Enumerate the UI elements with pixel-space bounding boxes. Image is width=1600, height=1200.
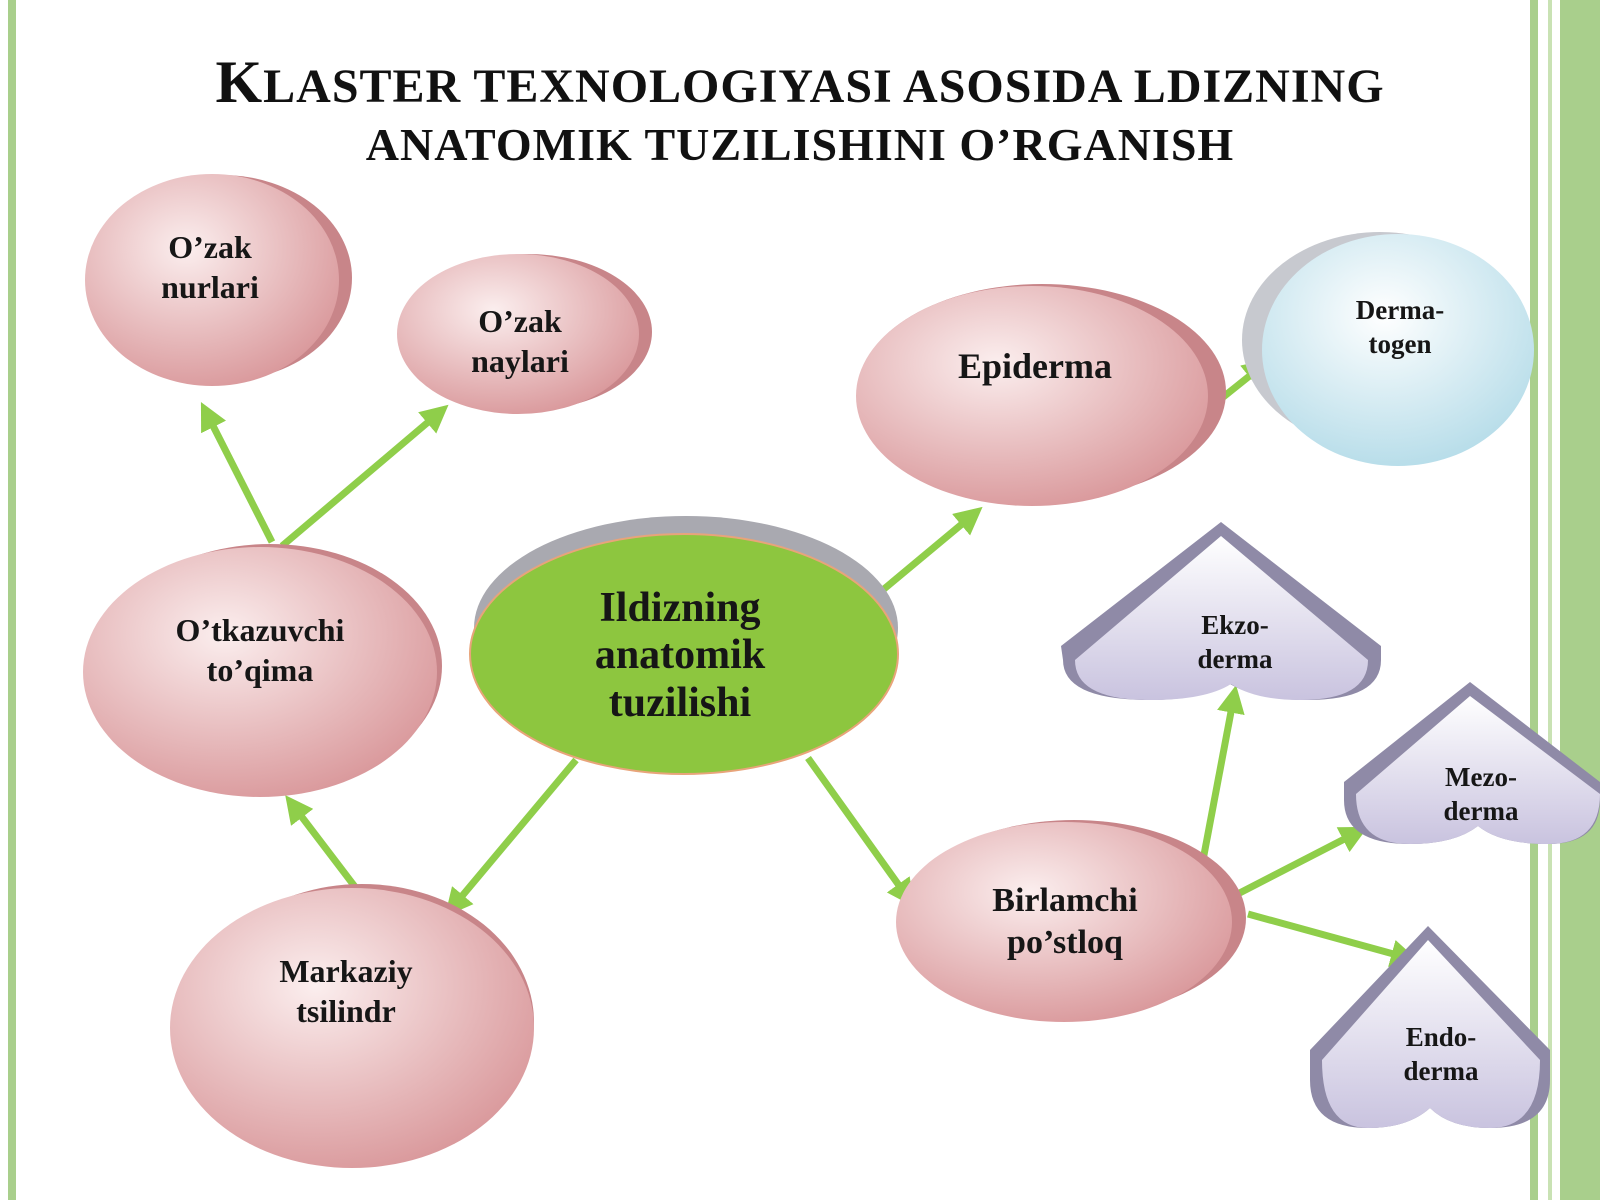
node-label-endoderma: Endo- derma: [1403, 1022, 1479, 1086]
title-line-1-rest: LASTER TEXNOLOGIYASI ASOSIDA LDIZNING: [263, 60, 1385, 113]
node-label-markaziy: Markaziy tsilindr: [279, 953, 413, 1029]
node-label-ekzoderma: Ekzo- derma: [1197, 610, 1273, 674]
ekzoderma-shape: [1061, 522, 1381, 700]
node-label-birlamchi: Birlamchi po’stloq: [992, 881, 1138, 962]
title-first-letter: K: [215, 49, 264, 115]
arrow-center-to-markaziy: [444, 757, 579, 917]
arrow-center-to-birlamchi: [805, 755, 915, 908]
node-label-mezoderma: Mezo- derma: [1443, 762, 1519, 826]
arrow-center-to-epiderma: [875, 506, 983, 597]
endoderma-shape: [1310, 926, 1550, 1128]
dermatogen-bubble: [1262, 234, 1534, 466]
center-bubble: [469, 533, 899, 775]
arrow-markaziy-to-otkazuvchi: [285, 795, 365, 899]
slide-border: [8, 0, 1600, 1200]
node-label-dermatogen: Derma- togen: [1355, 295, 1445, 359]
epiderma-bubble: [856, 286, 1208, 506]
node-label-ozak-naylari: O’zak naylari: [471, 303, 569, 379]
node-label-epiderma: Epiderma: [957, 345, 1112, 386]
slide-title-line-1: KLASTER TEXNOLOGIYASI ASOSIDA LDIZNING: [0, 48, 1600, 117]
node-label-ozak-nurlari: O’zak nurlari: [161, 229, 259, 305]
arrow-otkazuvchi-to-ozak-naylari: [279, 404, 449, 549]
markaziy-bubble: [170, 888, 534, 1168]
node-label-center: Ildizning anatomik tuzilishi: [594, 585, 766, 726]
node-label-otkazuvchi: O’tkazuvchi to’qima: [175, 612, 345, 688]
arrow-otkazuvchi-to-ozak-nurlari: [200, 402, 276, 544]
node-shapes: [83, 174, 1600, 1168]
mezoderma-shape: [1344, 682, 1600, 844]
connector-arrows: [200, 359, 1419, 968]
arrow-birlamchi-to-mezoderma: [1224, 826, 1368, 904]
ozak-naylari-bubble: [397, 254, 639, 414]
slide-title-line-2: ANATOMIK TUZILISHINI O’RGANISH: [365, 119, 1235, 170]
birlamchi-bubble: [896, 822, 1232, 1022]
otkazuvchi-bubble: [83, 547, 437, 797]
ozak-nurlari-bubble: [85, 174, 339, 386]
arrow-birlamchi-to-ekzoderma: [1196, 684, 1245, 877]
arrow-birlamchi-to-endoderma: [1247, 910, 1419, 968]
